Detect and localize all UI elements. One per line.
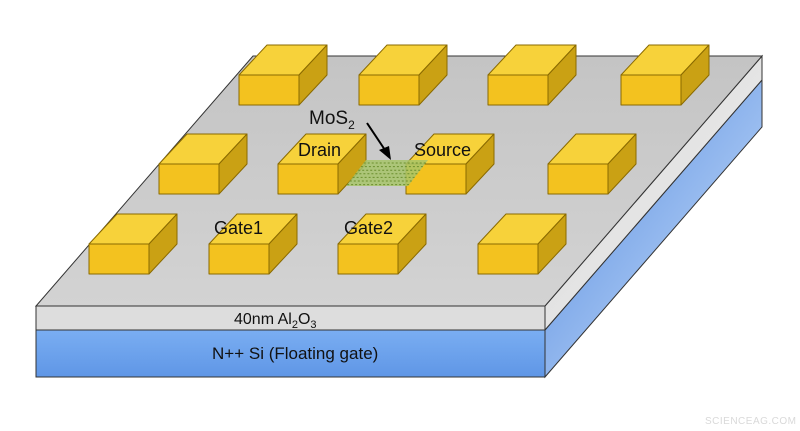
pad-row2-4-front [547, 163, 609, 195]
mos2-label-main: MoS [309, 108, 348, 129]
oxide-label-sub2: 3 [310, 319, 316, 331]
pad-row1-3-front [487, 74, 549, 106]
pad-gate1-front [208, 243, 270, 275]
oxide-label-mid: O [298, 311, 310, 328]
watermark-text: SCIENCEAG.COM [705, 416, 797, 427]
gate2-label: Gate2 [344, 218, 393, 238]
pad-drain-front [277, 163, 339, 195]
pad-row1-1-front [238, 74, 300, 106]
pad-drain [277, 133, 367, 195]
pad-gate1 [208, 213, 298, 275]
pad-row1-4 [620, 44, 710, 106]
drain-label: Drain [298, 140, 341, 160]
pad-row1-3 [487, 44, 577, 106]
mos2-flake [346, 160, 428, 186]
pad-row3-4-front [477, 243, 539, 275]
mos2-label: MoS2 [309, 108, 355, 132]
pad-row1-2-front [358, 74, 420, 106]
mos2-label-subscript: 2 [348, 118, 355, 132]
pad-row3-1 [88, 213, 178, 275]
source-label: Source [414, 140, 471, 160]
pad-row2-1-front [158, 163, 220, 195]
pad-row3-4 [477, 213, 567, 275]
pad-gate2-front [337, 243, 399, 275]
substrate-label: N++ Si (Floating gate) [212, 344, 378, 363]
gate1-label: Gate1 [214, 218, 263, 238]
pad-row3-1-front [88, 243, 150, 275]
oxide-label: 40nm Al2O3 [234, 311, 317, 331]
pad-row2-1 [158, 133, 248, 195]
pad-row1-4-front [620, 74, 682, 106]
electrode-pads [88, 44, 710, 275]
mos2-arrow [366, 122, 391, 160]
oxide-label-sub1: 2 [292, 319, 298, 331]
pad-row1-2 [358, 44, 448, 106]
pad-gate2 [337, 213, 427, 275]
pad-source [405, 133, 495, 195]
pad-row1-1 [238, 44, 328, 106]
pad-row2-4 [547, 133, 637, 195]
oxide-label-prefix: 40nm Al [234, 311, 292, 328]
